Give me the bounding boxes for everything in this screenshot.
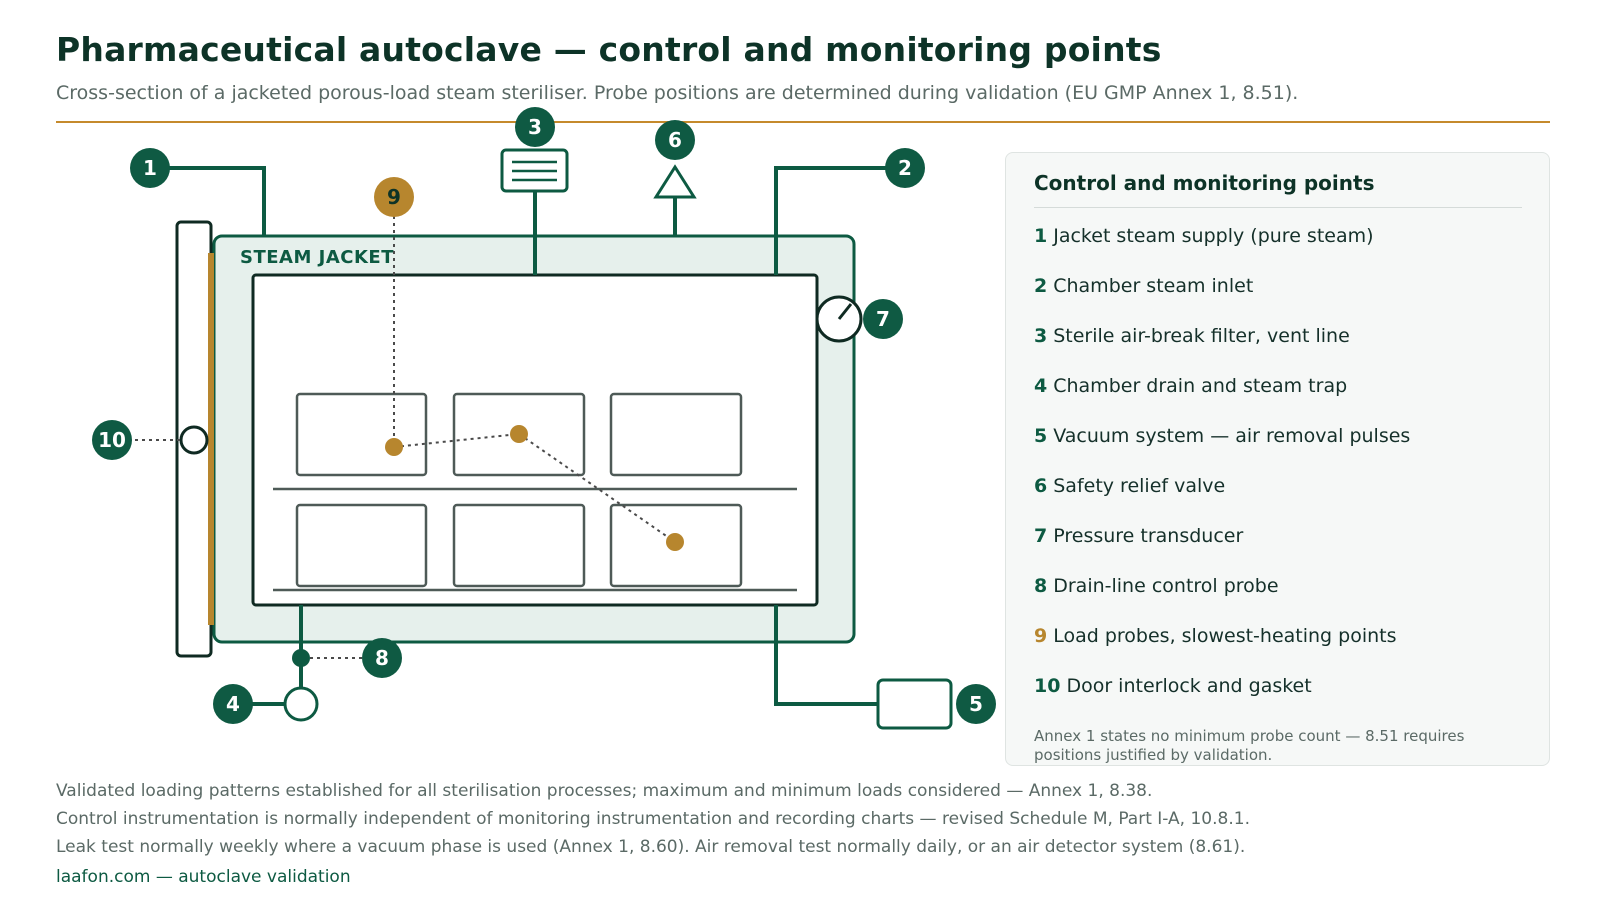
legend-note: Annex 1 states no minimum probe count — … (1034, 727, 1465, 764)
autoclave-diagram: STEAM JACKET 1 2 3 4 (92, 107, 996, 730)
badge-5: 5 (956, 684, 996, 724)
jacket-steam-supply-pipe (150, 166, 266, 236)
page-title: Pharmaceutical autoclave — control and m… (56, 30, 1162, 69)
svg-text:5: 5 (969, 692, 983, 716)
door-interlock-icon (179, 425, 209, 455)
legend-divider (1034, 207, 1522, 208)
legend-item-label: Load probes, slowest-heating points (1053, 625, 1397, 647)
load-item (295, 503, 428, 588)
load-item (609, 392, 743, 477)
load-item (295, 392, 428, 477)
badge-10: 10 (92, 420, 132, 460)
svg-text:7: 7 (876, 307, 890, 331)
probe-chain (393, 432, 676, 543)
legend-item-number: 9 (1034, 625, 1048, 647)
footer-note-tests: Leak test normally weekly where a vacuum… (56, 837, 1246, 857)
load-probe (510, 425, 528, 443)
svg-text:1: 1 (143, 156, 157, 180)
svg-text:2: 2 (898, 156, 912, 180)
probe-connectors (135, 216, 676, 659)
legend-item-label: Chamber drain and steam trap (1053, 375, 1348, 397)
safety-relief-valve-icon (653, 164, 697, 199)
badge-6: 6 (655, 120, 695, 160)
legend-item-number: 6 (1034, 475, 1048, 497)
footer-note-loading: Validated loading patterns established f… (56, 781, 1153, 801)
page-subtitle: Cross-section of a jacketed porous-load … (56, 82, 1299, 104)
badge-8: 8 (362, 638, 402, 678)
legend-item-label: Vacuum system — air removal pulses (1053, 425, 1411, 447)
svg-text:9: 9 (387, 185, 401, 209)
svg-text:8: 8 (375, 646, 389, 670)
badge-1: 1 (130, 148, 170, 188)
legend-item-label: Safety relief valve (1053, 475, 1226, 497)
chamber-steam-inlet-pipe (774, 166, 905, 275)
legend-item-label: Door interlock and gasket (1066, 675, 1312, 697)
legend-item-number: 10 (1034, 675, 1061, 697)
svg-text:4: 4 (226, 692, 240, 716)
load-probe (666, 533, 684, 551)
vacuum-line-pipe (774, 605, 878, 706)
door-gasket (208, 253, 214, 625)
load-items (295, 392, 743, 588)
legend-item-number: 2 (1034, 275, 1048, 297)
legend-item-label: Drain-line control probe (1053, 575, 1279, 597)
legend-item-label: Chamber steam inlet (1053, 275, 1254, 297)
vacuum-pump-icon (876, 678, 953, 730)
legend-item-number: 5 (1034, 425, 1048, 447)
svg-text:6: 6 (668, 128, 682, 152)
legend-item-label: Sterile air-break filter, vent line (1053, 325, 1350, 347)
legend-item-number: 3 (1034, 325, 1048, 347)
pressure-gauge-needle (837, 303, 853, 320)
svg-text:10: 10 (98, 428, 126, 452)
load-item (452, 503, 586, 588)
title-divider (56, 121, 1550, 123)
load-item (609, 503, 743, 588)
legend-item-label: Jacket steam supply (pure steam) (1053, 225, 1374, 247)
badge-7: 7 (863, 299, 903, 339)
legend-item-number: 4 (1034, 375, 1048, 397)
badge-9: 9 (374, 177, 414, 217)
steam-trap-icon (283, 686, 319, 722)
legend-item-number: 7 (1034, 525, 1048, 547)
legend-item-number: 8 (1034, 575, 1048, 597)
steam-jacket-label: STEAM JACKET (240, 247, 394, 268)
badge-3: 3 (515, 107, 555, 147)
badge-4: 4 (213, 684, 253, 724)
chamber (251, 273, 819, 607)
load-probe (385, 438, 403, 456)
legend-item-number: 1 (1034, 225, 1048, 247)
svg-text:3: 3 (528, 115, 542, 139)
drain-probe-point (292, 649, 310, 667)
footer-note-instrumentation: Control instrumentation is normally inde… (56, 809, 1250, 829)
badge-2: 2 (885, 148, 925, 188)
legend-title: Control and monitoring points (1034, 171, 1375, 195)
source-link[interactable]: laafon.com — autoclave validation (56, 867, 351, 887)
legend-item-label: Pressure transducer (1053, 525, 1244, 547)
load-item (452, 392, 586, 477)
